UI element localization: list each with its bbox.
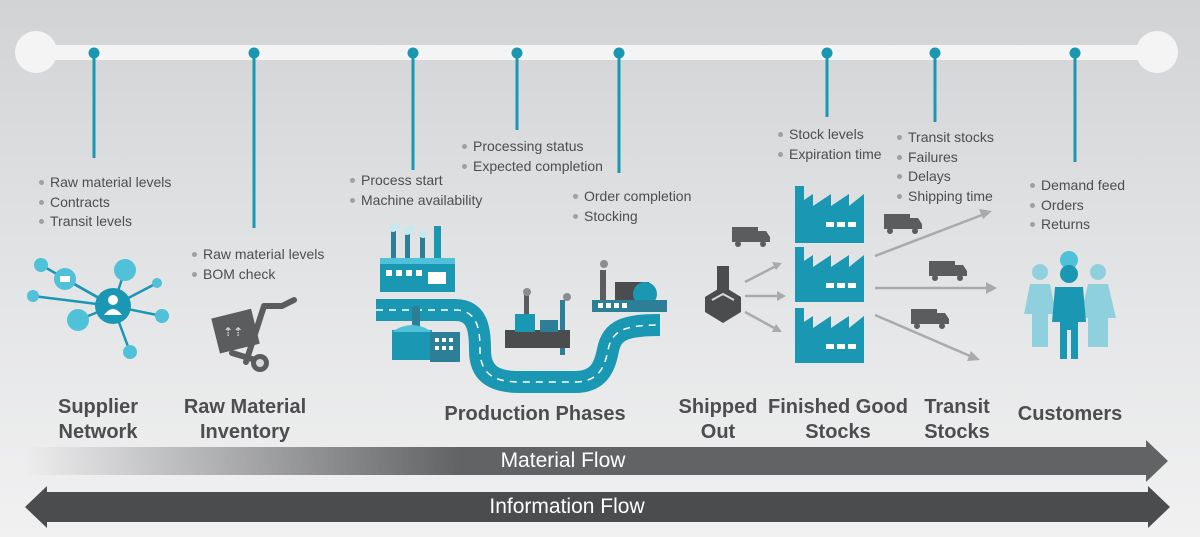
truck-icon (884, 214, 922, 234)
factory-icon (592, 260, 667, 312)
stage-label-customers: Customers (1017, 403, 1123, 425)
truck-icon (732, 227, 770, 247)
factory-icon (392, 306, 460, 362)
annotation-item: Transit stocks (896, 128, 994, 148)
warehouse-icon (795, 247, 864, 302)
transit-arrows (874, 213, 988, 358)
annotation-item: Raw material levels (38, 173, 171, 193)
truck-icon (911, 309, 949, 329)
annotation-item: Returns (1029, 215, 1125, 235)
factory-icon (505, 288, 571, 355)
stage-label-shipped-out: Shipped Out (678, 396, 758, 443)
material-flow-arrow (25, 440, 1168, 482)
annotation-item: Stock levels (777, 125, 882, 145)
hand-truck-icon: ⇡⇡ (211, 297, 297, 372)
annotation-process: Process start Machine availability (349, 171, 482, 210)
annotation-item: Failures (896, 148, 994, 168)
annotation-item: Orders (1029, 196, 1125, 216)
annotation-customers: Demand feed Orders Returns (1029, 176, 1125, 235)
warehouse-icon (795, 308, 864, 363)
timeline-end-cap (1136, 31, 1178, 73)
annotation-item: Demand feed (1029, 176, 1125, 196)
timeline-bar (36, 45, 1158, 60)
annotation-item: Stocking (572, 207, 691, 227)
annotation-item: Raw material levels (191, 245, 324, 265)
annotation-item: BOM check (191, 265, 324, 285)
shipping-dock-icon (705, 266, 741, 323)
annotation-item: Process start (349, 171, 482, 191)
annotation-item: Processing status (461, 137, 603, 157)
material-flow-label: Material Flow (500, 449, 626, 472)
dock-arrows (744, 263, 780, 332)
svg-text:⇡⇡: ⇡⇡ (223, 325, 243, 339)
annotation-processing: Processing status Expected completion (461, 137, 603, 176)
annotation-item: Expected completion (461, 157, 603, 177)
production-road (376, 299, 661, 393)
information-flow-arrow (25, 486, 1170, 528)
annotation-order: Order completion Stocking (572, 187, 691, 226)
stage-label-supplier-network: Supplier Network (57, 396, 139, 443)
annotation-item: Order completion (572, 187, 691, 207)
stage-label-finished-good-stocks: Finished Good Stocks (768, 396, 908, 443)
annotation-item: Contracts (38, 193, 171, 213)
information-flow-label: Information Flow (489, 495, 645, 518)
annotation-item: Shipping time (896, 187, 994, 207)
annotation-item: Expiration time (777, 145, 882, 165)
annotation-item: Transit levels (38, 212, 171, 232)
annotation-supplier: Raw material levels Contracts Transit le… (38, 173, 171, 232)
stage-label-raw-material-inventory: Raw Material Inventory (183, 396, 307, 443)
customers-icon (1024, 251, 1116, 359)
truck-icon (929, 261, 967, 281)
factory-icon (380, 222, 455, 292)
annotation-item: Machine availability (349, 191, 482, 211)
annotation-stock: Stock levels Expiration time (777, 125, 882, 164)
warehouse-icon (795, 186, 864, 243)
stage-label-transit-stocks: Transit Stocks (924, 396, 990, 443)
stage-label-production-phases: Production Phases (444, 403, 626, 425)
timeline-start-cap (15, 31, 57, 73)
annotation-raw-inventory: Raw material levels BOM check (191, 245, 324, 284)
annotation-item: Delays (896, 167, 994, 187)
supplier-network-icon (27, 258, 169, 359)
annotation-transit: Transit stocks Failures Delays Shipping … (896, 128, 994, 206)
